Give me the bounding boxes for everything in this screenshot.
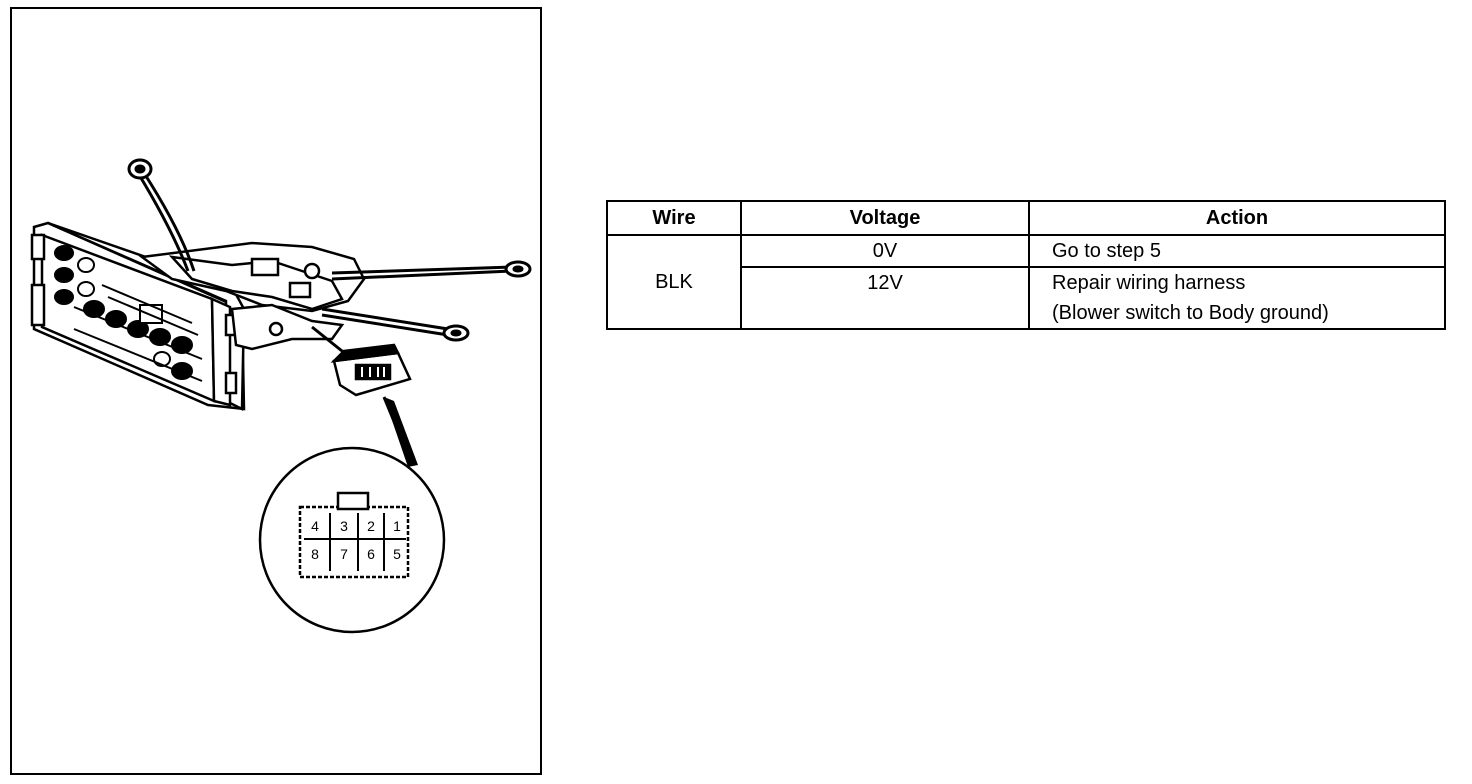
header-voltage: Voltage [740,200,1030,236]
action-cell: Go to step 5 [1028,234,1446,268]
panel-buttons [54,245,203,382]
pin-label: 2 [367,518,375,534]
table-row: BLK 0V Go to step 5 [606,234,1446,330]
control-cables [136,172,513,361]
figure-panel: 4 3 2 1 8 7 6 5 [10,7,542,775]
rear-mechanism [138,241,366,351]
pin-label: 6 [367,546,375,562]
connector-face [298,491,410,579]
cable-eyelets [127,158,532,342]
pin-label: 5 [393,546,401,562]
diagnosis-table: Wire Voltage Action BLK 0V Go to step 5 … [606,200,1446,330]
header-wire: Wire [606,200,742,236]
action-line: Repair wiring harness [1052,272,1246,294]
control-panel-illustration: 4 3 2 1 8 7 6 5 [30,158,532,634]
pin-label: 8 [311,546,319,562]
connector-pin-numbers: 4 3 2 1 8 7 6 5 [311,518,401,562]
wire-cell: BLK [606,234,742,330]
action-line: (Blower switch to Body ground) [1052,302,1329,324]
pin-label: 3 [340,518,348,534]
wiring-connector [330,343,412,397]
header-action: Action [1028,200,1446,236]
voltage-cell: 0V [740,234,1030,268]
pin-label: 7 [340,546,348,562]
action-cell: Repair wiring harness (Blower switch to … [1028,266,1446,330]
action-line: Go to step 5 [1052,240,1161,262]
table-header-row: Wire Voltage Action [606,200,1446,236]
voltage-cell: 12V [740,266,1030,330]
pin-label: 1 [393,518,401,534]
table-row: 12V Repair wiring harness (Blower switch… [607,266,1446,330]
pin-label: 4 [311,518,319,534]
